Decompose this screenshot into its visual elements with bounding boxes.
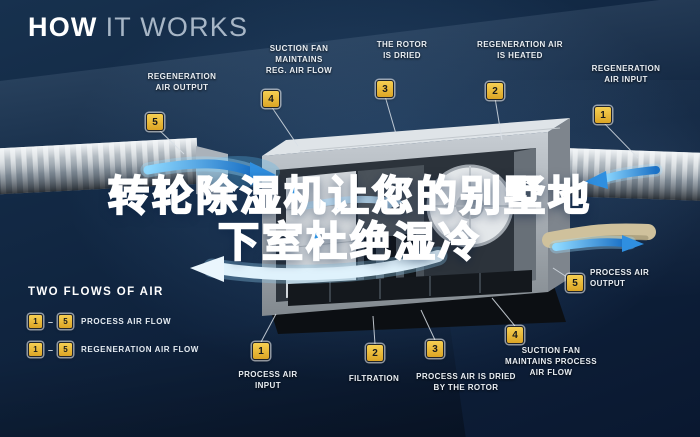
legend-badge-to: 5	[58, 342, 74, 357]
legend-badge-from: 1	[28, 314, 43, 329]
regen-outlet-duct	[542, 223, 656, 248]
legend-badge-to: 5	[58, 314, 74, 329]
callout-process-air-output: PROCESS AIR OUTPUT	[590, 268, 650, 288]
legend-label-regeneration: REGENERATION AIR FLOW	[81, 345, 199, 354]
callout-suction-fan-reg: SUCTION FAN MAINTAINS REG. AIR FLOW	[265, 44, 333, 75]
badge-regeneration-air-input: 1	[594, 106, 612, 124]
legend-badge-from: 1	[28, 342, 43, 357]
badge-process-air-input: 1	[252, 342, 270, 360]
callout-regeneration-air-input: REGENERATION AIR INPUT	[591, 64, 661, 84]
leader-lines	[157, 95, 639, 345]
title-how: HOW	[28, 12, 98, 42]
left-duct-pipe	[0, 137, 200, 196]
badge-filtration: 2	[366, 344, 384, 362]
callout-filtration: FILTRATION	[348, 374, 400, 383]
legend-dash: –	[48, 344, 54, 355]
callout-regeneration-air-output: REGENERATION AIR OUTPUT	[147, 72, 217, 92]
badge-suction-fan-reg: 4	[262, 90, 280, 108]
legend-heading: TWO FLOWS OF AIR	[28, 286, 164, 298]
legend-label-process: PROCESS AIR FLOW	[81, 317, 172, 326]
legend-row-process: 1 – 5 PROCESS AIR FLOW	[28, 314, 171, 329]
title-it-works: IT WORKS	[105, 12, 249, 42]
callout-process-air-dried: PROCESS AIR IS DRIED BY THE ROTOR	[416, 372, 516, 392]
badge-rotor-is-dried: 3	[376, 80, 394, 98]
legend-row-regeneration: 1 – 5 REGENERATION AIR FLOW	[28, 342, 199, 357]
chinese-headline: 转轮除湿机让您的别墅地 下室杜绝湿冷	[0, 172, 700, 266]
badge-process-air-output: 5	[566, 274, 584, 292]
front-grille	[288, 270, 532, 306]
callout-suction-fan-process: SUCTION FAN MAINTAINS PROCESS AIR FLOW	[505, 346, 597, 377]
airflow-arrows	[140, 156, 663, 284]
callout-regeneration-air-heated: REGENERATION AIR IS HEATED	[477, 40, 563, 60]
badge-suction-fan-process: 4	[506, 326, 524, 344]
badge-process-air-dried: 3	[426, 340, 444, 358]
callout-rotor-is-dried: THE ROTOR IS DRIED	[376, 40, 428, 60]
callout-process-air-input: PROCESS AIR INPUT	[238, 370, 298, 390]
chinese-headline-line1: 转轮除湿机让您的别墅地	[107, 172, 592, 220]
dehumidifier-unit	[262, 118, 656, 334]
chinese-headline-line2: 下室杜绝湿冷	[217, 217, 482, 266]
legend-dash: –	[48, 316, 54, 327]
badge-regeneration-air-output: 5	[146, 113, 164, 131]
badge-regeneration-air-heated: 2	[486, 82, 504, 100]
